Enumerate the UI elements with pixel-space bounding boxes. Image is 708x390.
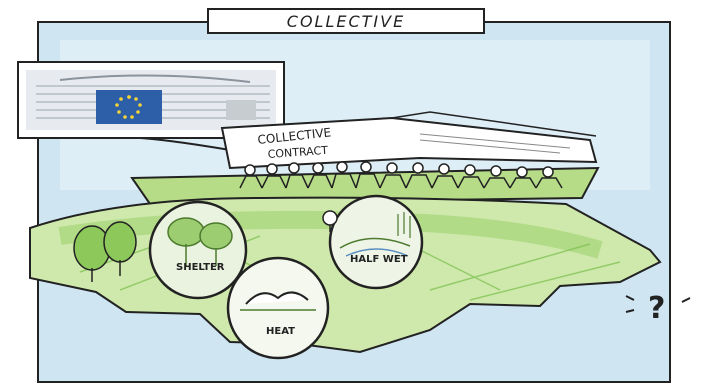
question-dashes [625,295,691,313]
question-mark: ? [648,291,665,326]
contract-banner: COLLECTIVE CONTRACT [220,111,598,170]
heat-label: HEAT [266,326,295,337]
shelter-label: SHELTER [176,262,225,273]
connector-line [139,137,231,151]
eu-stars [115,95,142,119]
banner-line2: CONTRACT [267,144,328,161]
page-title: COLLECTIVE [207,8,485,34]
half-wet-circle: HALF WET [328,194,424,290]
lightbulb-icon [322,210,338,232]
tree-icon [73,221,137,282]
half-wet-label: HALF WET [350,254,408,265]
heat-circle: HEAT [226,256,330,360]
crowd [239,161,563,189]
shelter-circle: SHELTER [148,200,248,300]
eu-flag-icon [96,90,162,124]
eu-building-inset [17,61,285,139]
